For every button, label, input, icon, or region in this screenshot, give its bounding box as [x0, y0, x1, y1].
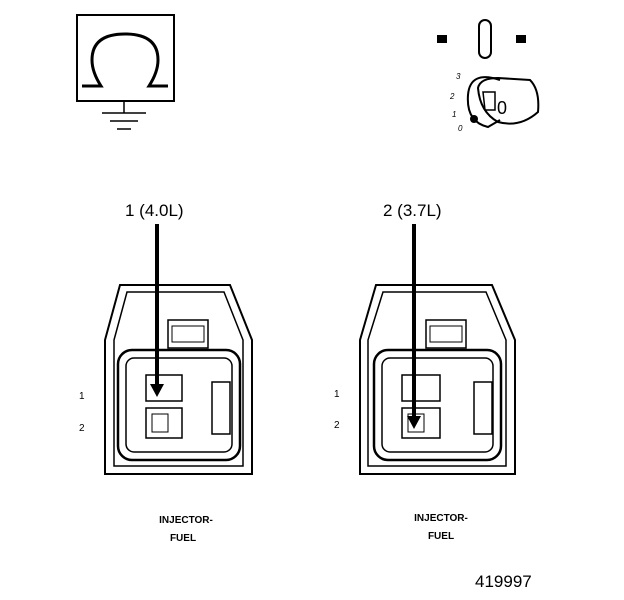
key-position-label: 0 [497, 98, 507, 118]
ohmmeter-ground-icon [76, 14, 175, 130]
connector-name-line2: FUEL [428, 531, 454, 542]
callout-1: 1 (4.0L) [125, 201, 184, 220]
pin-label-1: 1 [334, 389, 340, 400]
switch-position-0: 0 [458, 124, 463, 133]
figure-number: 419997 [475, 572, 532, 591]
connector-1: 1 (4.0L) 1 2 INJECTOR- FUEL [79, 201, 253, 544]
callout-2: 2 (3.7L) [383, 201, 442, 220]
switch-position-3: 3 [456, 72, 461, 81]
switch-position-2: 2 [449, 92, 455, 101]
pin-label-2: 2 [79, 423, 85, 434]
switch-position-1: 1 [452, 110, 456, 119]
arrowhead-2 [407, 416, 421, 429]
ignition-key-icon: 3 2 1 0 0 [437, 19, 540, 133]
connector-name-line2: FUEL [170, 533, 196, 544]
pin-label-2: 2 [334, 420, 340, 431]
pin-label-1: 1 [79, 391, 85, 402]
arrowhead-1 [150, 384, 164, 397]
connector-2: 2 (3.7L) 1 2 INJECTOR- FUEL [334, 201, 516, 542]
connector-name-line1: INJECTOR- [414, 513, 468, 524]
connector-name-line1: INJECTOR- [159, 515, 213, 526]
